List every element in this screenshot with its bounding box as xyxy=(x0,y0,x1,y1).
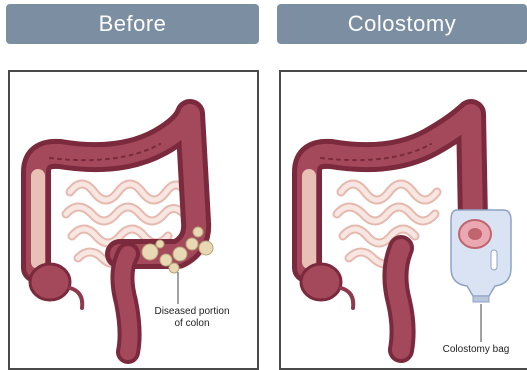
before-panel-header: Before xyxy=(6,4,259,44)
diseased-portion-label: Diseased portion of colon xyxy=(142,306,242,330)
diseased-label-line2: of colon xyxy=(142,318,242,330)
colostomy-illustration-frame: Colostomy bag xyxy=(279,70,527,370)
colon xyxy=(301,114,473,350)
colostomy-bag-label: Colostomy bag xyxy=(431,344,521,356)
diseased-label-line1: Diseased portion xyxy=(142,306,242,318)
colostomy-panel-header: Colostomy xyxy=(277,4,527,44)
colostomy-bag xyxy=(451,210,511,302)
colostomy-colon-illustration xyxy=(281,72,527,370)
before-illustration-frame: Diseased portion of colon xyxy=(8,70,259,370)
